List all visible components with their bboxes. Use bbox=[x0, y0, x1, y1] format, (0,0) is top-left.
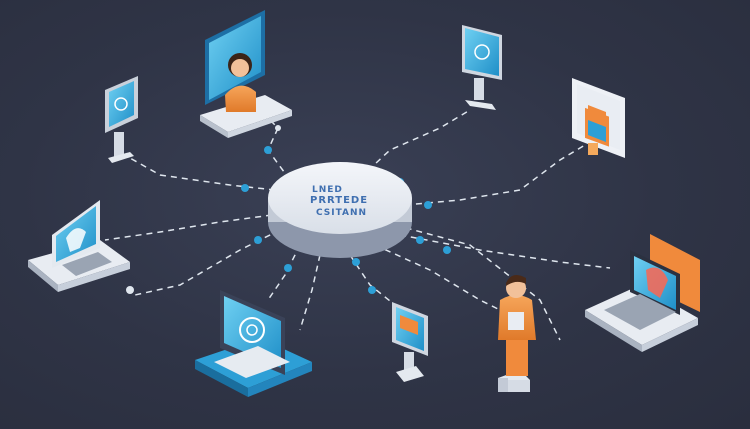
hub-label-line1: LNED bbox=[312, 185, 343, 195]
hub-label-line3: CSITANN bbox=[316, 208, 367, 218]
link-bottom-center bbox=[299, 254, 321, 331]
link-left-monitor bbox=[129, 157, 276, 191]
link-right-lower bbox=[394, 224, 561, 341]
network-hub: LNED PRRTEDE CSITANN bbox=[268, 162, 412, 258]
kiosk-monitor-left bbox=[105, 76, 138, 163]
connection-lines bbox=[104, 109, 611, 341]
person-at-monitor bbox=[200, 10, 292, 138]
standing-person bbox=[498, 274, 536, 392]
link-right-laptop bbox=[399, 234, 611, 269]
link-left-laptop bbox=[104, 214, 273, 241]
link-top-monitor bbox=[359, 109, 471, 179]
monitor-top-right bbox=[462, 25, 502, 110]
link-bottom-person bbox=[374, 244, 501, 311]
hub-label-line2: PRRTEDE bbox=[310, 195, 368, 206]
laptop-left bbox=[28, 200, 130, 292]
link-top-right bbox=[404, 144, 586, 206]
link-bottom-laptop bbox=[267, 244, 301, 301]
laptop-blue bbox=[195, 290, 312, 397]
kiosk-bottom bbox=[392, 302, 428, 382]
monitor-orange bbox=[572, 78, 625, 158]
laptop-right bbox=[585, 234, 700, 352]
